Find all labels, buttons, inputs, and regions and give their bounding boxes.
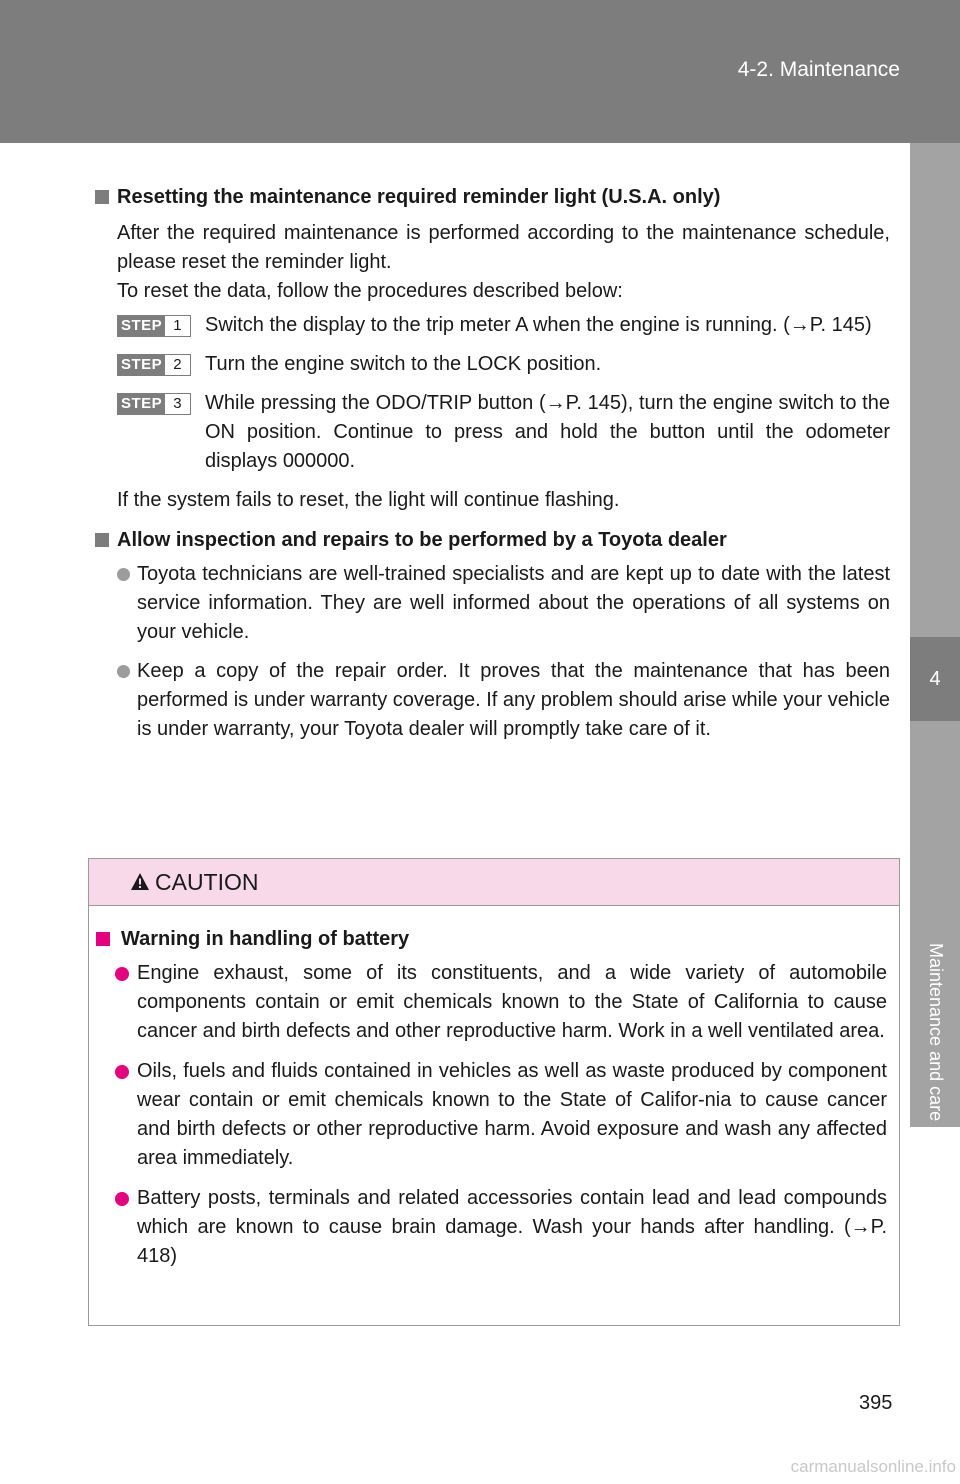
step-text: While pressing the ODO/TRIP button (→P. … <box>205 392 890 472</box>
caution-body: Warning in handling of battery Engine ex… <box>89 906 899 1271</box>
section-title: 4-2. Maintenance <box>737 58 900 81</box>
caution-box: CAUTION Warning in handling of battery E… <box>88 858 900 1326</box>
caution-heading: Warning in handling of battery <box>95 925 887 953</box>
caution-bullet-list: Engine exhaust, some of its constituents… <box>115 959 887 1271</box>
side-tab-label-band <box>910 721 960 1127</box>
step-text: Switch the display to the trip meter A w… <box>205 314 872 336</box>
list-item: Toyota technicians are well-trained spec… <box>117 560 890 647</box>
reset-footer: If the system fails to reset, the light … <box>117 489 620 511</box>
reset-intro-2: To reset the data, follow the procedures… <box>117 280 623 302</box>
list-item: Battery posts, terminals and related acc… <box>115 1184 887 1271</box>
step-text: Turn the engine switch to the LOCK posit… <box>205 353 602 375</box>
caution-header: CAUTION <box>89 859 899 906</box>
square-bullet-icon <box>96 932 110 946</box>
warning-triangle-icon <box>131 873 149 890</box>
section-heading-reset: Resetting the maintenance required remin… <box>95 183 890 211</box>
watermark: carmanualsonline.info <box>790 1457 956 1476</box>
square-bullet-icon <box>95 533 109 547</box>
list-item: Engine exhaust, some of its constituents… <box>115 959 887 1046</box>
page-number: 395 <box>859 1392 893 1414</box>
list-item: Oils, fuels and fluids contained in vehi… <box>115 1057 887 1173</box>
page-header: 4-2. Maintenance <box>0 0 960 143</box>
square-bullet-icon <box>95 190 109 204</box>
circle-bullet-icon <box>115 1192 129 1206</box>
list-item: Keep a copy of the repair order. It prov… <box>117 657 890 744</box>
caution-title: CAUTION <box>155 869 259 895</box>
circle-bullet-icon <box>117 665 130 678</box>
circle-bullet-icon <box>115 1065 129 1079</box>
chapter-label: Maintenance and care <box>926 943 946 1122</box>
chapter-side-tab: 4 Maintenance and care <box>910 143 960 1484</box>
side-tab-band <box>910 143 960 637</box>
main-content: Resetting the maintenance required remin… <box>95 183 890 754</box>
circle-bullet-icon <box>117 568 130 581</box>
chapter-number: 4 <box>910 637 960 721</box>
section-heading-dealer: Allow inspection and repairs to be perfo… <box>95 526 890 554</box>
circle-bullet-icon <box>115 967 129 981</box>
reset-intro: After the required maintenance is perfor… <box>117 222 890 273</box>
dealer-bullet-list: Toyota technicians are well-trained spec… <box>117 560 890 744</box>
